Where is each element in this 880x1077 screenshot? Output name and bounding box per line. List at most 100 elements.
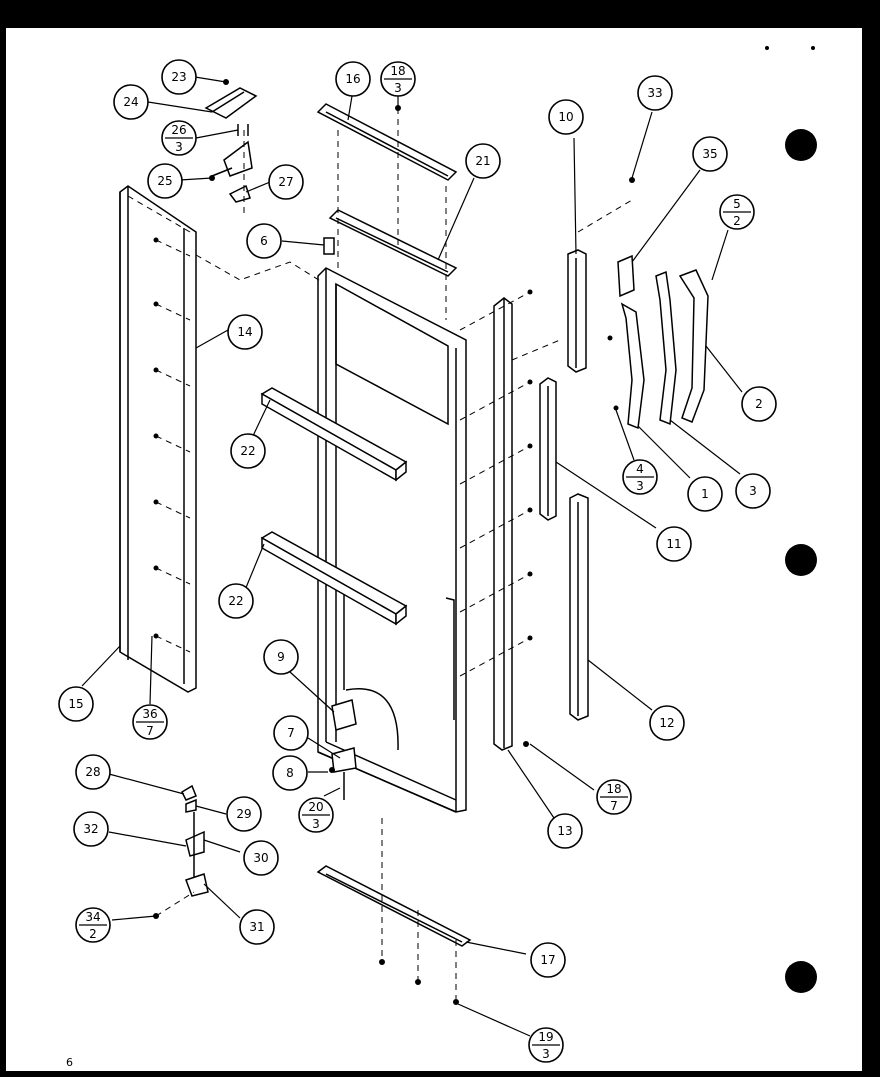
svg-text:30: 30 xyxy=(253,851,268,865)
svg-text:7: 7 xyxy=(287,726,295,740)
callout-22-lower: 22 xyxy=(218,583,254,619)
callout-9: 9 xyxy=(263,639,299,675)
svg-text:4: 4 xyxy=(636,462,644,476)
callout-5-2: 5 2 xyxy=(719,194,755,230)
svg-text:13: 13 xyxy=(557,824,572,838)
callout-19-3: 19 3 xyxy=(528,1027,564,1063)
handle-part-3 xyxy=(655,270,677,426)
svg-text:12: 12 xyxy=(659,716,674,730)
handle-part-2 xyxy=(678,269,709,423)
callout-32: 32 xyxy=(73,811,109,847)
svg-text:8: 8 xyxy=(286,766,294,780)
callout-21: 21 xyxy=(465,143,501,179)
callout-4-3: 4 3 xyxy=(622,459,658,495)
svg-text:3: 3 xyxy=(312,817,320,831)
callout-27: 27 xyxy=(268,164,304,200)
svg-text:14: 14 xyxy=(237,325,252,339)
svg-text:3: 3 xyxy=(394,81,402,95)
callout-12: 12 xyxy=(649,705,685,741)
callout-6: 6 xyxy=(246,223,282,259)
callout-18-7: 18 7 xyxy=(596,779,632,815)
svg-text:27: 27 xyxy=(278,175,293,189)
svg-text:24: 24 xyxy=(123,95,138,109)
page-number: 6 xyxy=(66,1056,73,1069)
svg-text:22: 22 xyxy=(228,594,243,608)
callout-30: 30 xyxy=(243,840,279,876)
callout-14: 14 xyxy=(227,314,263,350)
left-trim-panel xyxy=(119,185,323,693)
svg-text:32: 32 xyxy=(83,822,98,836)
callout-13: 13 xyxy=(547,813,583,849)
top-hinge-assembly xyxy=(204,79,258,214)
callout-2: 2 xyxy=(741,386,777,422)
svg-text:22: 22 xyxy=(240,444,255,458)
callout-24: 24 xyxy=(113,84,149,120)
svg-text:3: 3 xyxy=(175,140,183,154)
sheet-right-edge xyxy=(834,28,862,1071)
handle-part-1 xyxy=(620,302,645,430)
callout-17: 17 xyxy=(530,942,566,978)
callout-22-upper: 22 xyxy=(230,433,266,469)
svg-text:33: 33 xyxy=(647,86,662,100)
svg-text:25: 25 xyxy=(157,174,172,188)
dash-link-33 xyxy=(577,199,633,233)
top-channels xyxy=(316,103,458,320)
strip-part-11 xyxy=(539,377,557,521)
svg-text:20: 20 xyxy=(308,800,323,814)
callout-36-7: 36 7 xyxy=(132,704,168,740)
screw-handle xyxy=(613,405,619,411)
callout-10: 10 xyxy=(548,99,584,135)
leader-lines xyxy=(81,76,743,1037)
callout-18-3: 18 3 xyxy=(380,61,416,97)
svg-text:34: 34 xyxy=(85,910,100,924)
callout-33: 33 xyxy=(637,75,673,111)
label-part-35 xyxy=(617,254,635,298)
callout-28: 28 xyxy=(75,754,111,790)
svg-text:7: 7 xyxy=(146,724,154,738)
door-panel xyxy=(317,267,467,813)
callout-20-3: 20 3 xyxy=(298,797,334,833)
svg-text:6: 6 xyxy=(260,234,268,248)
svg-text:2: 2 xyxy=(755,397,763,411)
right-edge-strip xyxy=(459,289,561,751)
svg-text:1: 1 xyxy=(701,487,709,501)
callout-7: 7 xyxy=(273,715,309,751)
binder-hole-top xyxy=(785,129,817,161)
svg-text:17: 17 xyxy=(540,953,555,967)
svg-text:10: 10 xyxy=(558,110,573,124)
callout-15: 15 xyxy=(58,686,94,722)
callout-16: 16 xyxy=(335,61,371,97)
svg-text:3: 3 xyxy=(542,1047,550,1061)
callout-11: 11 xyxy=(656,526,692,562)
svg-text:28: 28 xyxy=(85,765,100,779)
svg-text:7: 7 xyxy=(610,799,618,813)
svg-text:26: 26 xyxy=(171,123,186,137)
binder-hole-middle xyxy=(785,544,817,576)
callout-23: 23 xyxy=(161,59,197,95)
binder-hole-bottom xyxy=(785,961,817,993)
svg-text:2: 2 xyxy=(733,214,741,228)
svg-text:19: 19 xyxy=(538,1030,553,1044)
svg-text:3: 3 xyxy=(636,479,644,493)
callout-25: 25 xyxy=(147,163,183,199)
callout-8: 8 xyxy=(272,755,308,791)
svg-text:31: 31 xyxy=(249,920,264,934)
callout-3: 3 xyxy=(735,473,771,509)
callout-31: 31 xyxy=(239,909,275,945)
bottom-hinge-assembly xyxy=(153,784,209,919)
diagram-sheet xyxy=(6,28,840,1071)
callout-34-2: 34 2 xyxy=(75,907,111,943)
callouts: 1 2 3 4 3 5 2 6 7 xyxy=(58,59,777,1063)
svg-text:35: 35 xyxy=(702,147,717,161)
svg-text:21: 21 xyxy=(475,154,490,168)
screw-handle xyxy=(607,335,613,341)
svg-text:18: 18 xyxy=(390,64,405,78)
svg-text:23: 23 xyxy=(171,70,186,84)
callout-1: 1 xyxy=(687,476,723,512)
svg-text:9: 9 xyxy=(277,650,285,664)
svg-text:16: 16 xyxy=(345,72,360,86)
svg-text:29: 29 xyxy=(236,807,251,821)
shelf-bar-lower xyxy=(260,531,408,626)
svg-text:3: 3 xyxy=(749,484,757,498)
